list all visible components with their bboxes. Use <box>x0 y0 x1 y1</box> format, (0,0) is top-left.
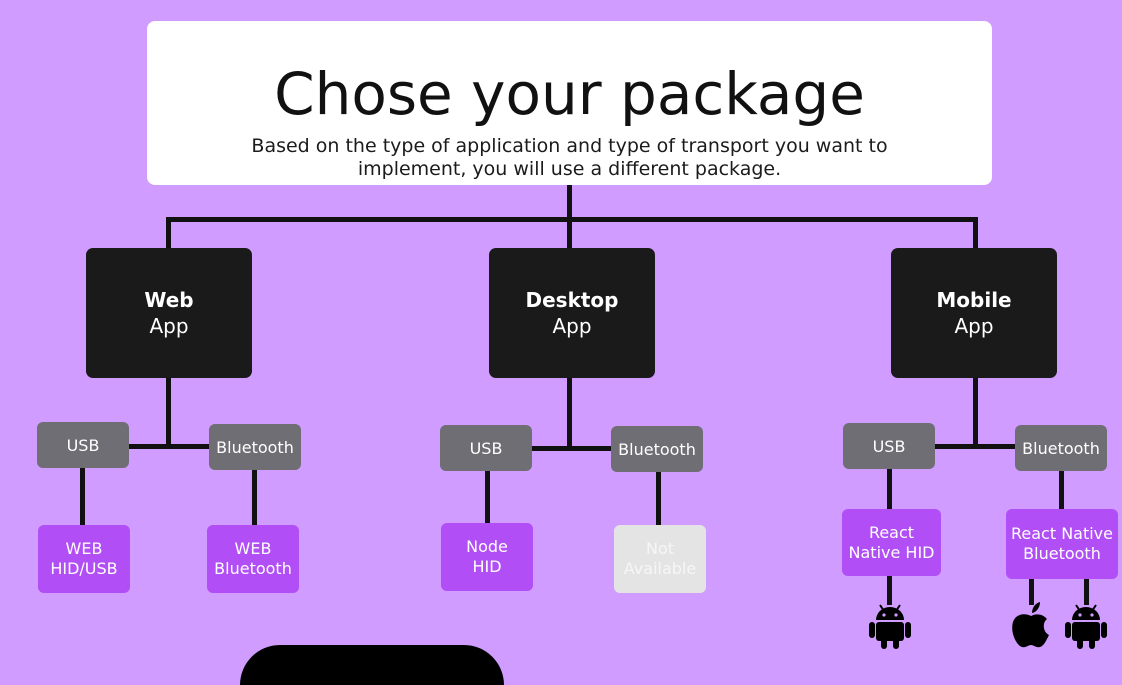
package-node-react-native-hid: React Native HID <box>842 509 941 576</box>
transport-node-web-bluetooth: Bluetooth <box>209 424 301 470</box>
package-label: WEB HID/USB <box>50 539 118 578</box>
page-subtitle: Based on the type of application and typ… <box>251 135 888 180</box>
connector-line <box>567 185 572 220</box>
page-title: Chose your package <box>274 60 865 128</box>
connector-line <box>530 446 612 451</box>
connector-line <box>932 444 1016 449</box>
connector-line <box>485 470 490 523</box>
package-node-not-available: Not Available <box>614 525 706 593</box>
package-label: React Native HID <box>848 522 935 562</box>
transport-node-desktop-usb: USB <box>440 425 532 471</box>
package-node-web-bluetooth: WEB Bluetooth <box>207 525 299 593</box>
transport-node-mobile-usb: USB <box>843 423 935 469</box>
package-label: React Native Bluetooth <box>1010 524 1113 563</box>
connector-line <box>128 444 209 449</box>
app-node-title: Desktop <box>525 288 619 312</box>
app-node-title: Mobile <box>936 288 1012 312</box>
connector-line <box>1059 470 1064 511</box>
app-node-suffix: App <box>149 314 189 338</box>
app-node-suffix: App <box>954 314 994 338</box>
connector-line <box>166 217 978 222</box>
connector-line <box>1084 578 1089 605</box>
android-icon <box>868 601 912 649</box>
connector-line <box>567 217 572 248</box>
package-label: Node HID <box>466 537 508 576</box>
app-node-title: Web <box>144 288 194 312</box>
connector-line <box>80 466 85 526</box>
connector-line <box>887 575 892 605</box>
package-label: WEB Bluetooth <box>214 539 292 578</box>
connector-line <box>887 468 892 509</box>
app-node-suffix: App <box>552 314 592 338</box>
transport-node-web-usb: USB <box>37 422 129 468</box>
package-node-node-hid: Node HID <box>441 523 533 591</box>
bottom-cutoff-shape <box>240 645 504 685</box>
connector-line <box>973 217 978 248</box>
package-label: Not Available <box>623 539 697 578</box>
connector-line <box>656 471 661 525</box>
connector-line <box>1029 578 1034 605</box>
connector-line <box>166 377 171 447</box>
app-node-desktop: Desktop App <box>489 248 655 378</box>
app-node-web: Web App <box>86 248 252 378</box>
package-node-web-hid-usb: WEB HID/USB <box>38 525 130 593</box>
connector-line <box>567 377 572 449</box>
transport-node-mobile-bluetooth: Bluetooth <box>1015 425 1107 471</box>
connector-line <box>973 377 978 447</box>
connector-line <box>166 217 171 248</box>
app-node-mobile: Mobile App <box>891 248 1057 378</box>
transport-node-desktop-bluetooth: Bluetooth <box>611 426 703 472</box>
header-card: Chose your package Based on the type of … <box>147 21 992 185</box>
package-node-react-native-bluetooth: React Native Bluetooth <box>1006 509 1118 579</box>
apple-icon <box>1010 601 1052 649</box>
android-icon <box>1064 601 1108 649</box>
connector-line <box>252 468 257 526</box>
